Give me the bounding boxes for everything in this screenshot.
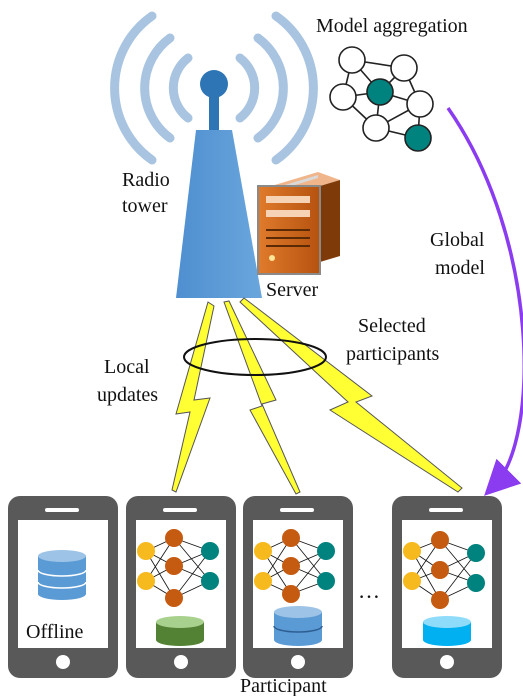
database-icon — [156, 616, 204, 646]
neural-network-icon — [254, 529, 335, 603]
radio-tower-label-line2: tower — [122, 195, 168, 217]
global-model-arrow — [446, 107, 523, 496]
phone-participant-2 — [243, 496, 353, 678]
global-model-label-line1: Global — [430, 229, 485, 251]
database-icon — [423, 616, 471, 646]
selected-participants-label-line1: Selected — [358, 315, 426, 337]
phone-offline — [8, 496, 118, 678]
neural-network-icon — [403, 531, 485, 609]
server-label: Server — [266, 279, 319, 301]
selected-participants-label-line2: participants — [346, 343, 440, 365]
database-icon — [37, 550, 87, 600]
radio-tower-label-line1: Radio — [122, 169, 170, 191]
phone-participant-1 — [126, 496, 236, 678]
offline-label: Offline — [26, 621, 84, 643]
participant-label: Participant — [240, 675, 327, 696]
lightning-bolt-1 — [171, 301, 215, 493]
radio-waves-icon — [110, 11, 318, 165]
database-icon — [273, 606, 323, 646]
radio-tower-icon — [176, 70, 262, 298]
ellipsis-label: … — [358, 578, 380, 603]
local-updates-label-line2: updates — [97, 384, 158, 406]
server-icon — [257, 172, 340, 275]
phone-participant-n — [392, 496, 502, 678]
local-updates-label-line1: Local — [104, 356, 150, 378]
lightning-bolt-3 — [239, 297, 463, 493]
aggregation-graph-icon — [329, 46, 434, 152]
lightning-bolts — [171, 297, 463, 495]
model-aggregation-label: Model aggregation — [316, 15, 468, 37]
neural-network-icon — [137, 529, 219, 607]
lightning-bolt-2 — [223, 300, 301, 495]
selected-participants-ellipse — [183, 338, 327, 376]
global-model-label-line2: model — [435, 257, 485, 279]
